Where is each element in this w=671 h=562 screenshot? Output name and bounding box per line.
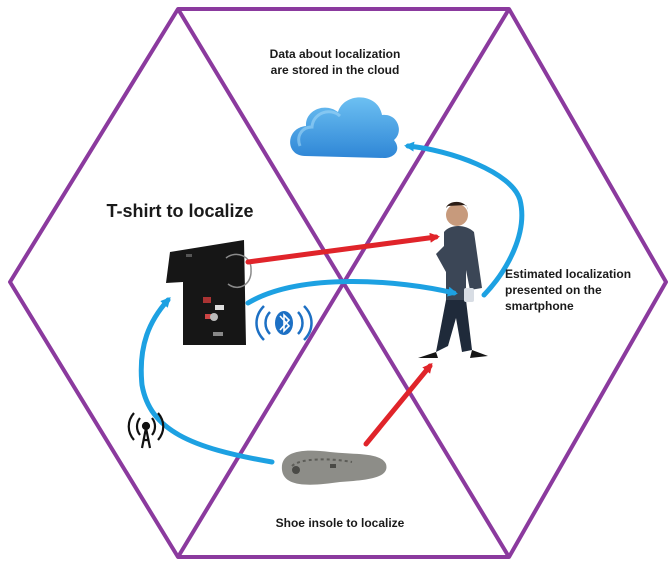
smartphone-label: Estimated localization presented on the … [505,266,667,314]
cloud-icon [290,97,399,158]
person-image [418,201,488,358]
arrow-tshirt-to-person [245,232,440,265]
localization-arrows [245,232,440,447]
cloud-label-line-2: are stored in the cloud [270,63,400,77]
arrow-insole-to-tshirt [138,297,275,465]
smartphone-label-line-2: presented on the [505,283,602,297]
cloud-label: Data about localization are stored in th… [235,46,435,78]
smartphone-label-line-1: Estimated localization [505,267,632,281]
wireless-arrows [138,141,525,465]
arrow-phone-to-cloud [404,141,525,298]
cloud-label-line-1: Data about localization [269,47,401,61]
arrow-insole-to-person [363,362,433,447]
insole-label: Shoe insole to localize [275,516,405,530]
antenna-icon [127,412,165,449]
smartphone-label-line-3: smartphone [505,299,574,313]
arrow-tshirt-to-phone [245,279,458,306]
tshirt-device-image [166,240,252,345]
tshirt-label: T-shirt to localize [106,201,254,221]
bluetooth-icon [255,305,313,341]
shoe-insole-image [281,450,387,485]
